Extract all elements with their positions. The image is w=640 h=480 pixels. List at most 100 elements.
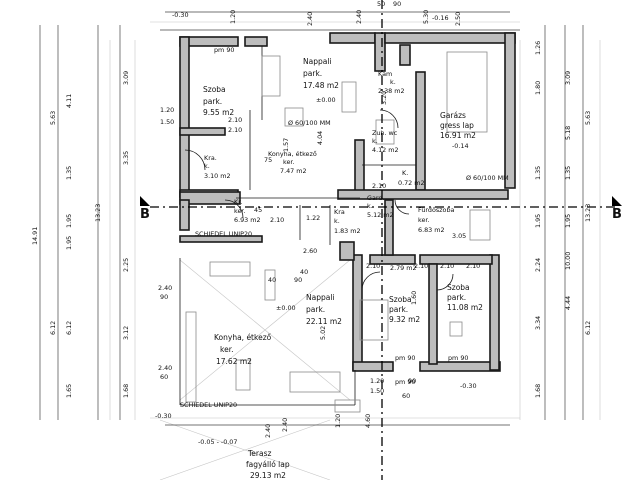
room-furdoszoba: Fürdőszoba ker. 6.83 m2 (418, 205, 455, 234)
zero-level-2: ±0.00 (276, 304, 296, 312)
svg-text:14.91: 14.91 (31, 227, 39, 245)
svg-text:gress lap: gress lap (440, 121, 474, 130)
section-axis (140, 0, 622, 480)
svg-text:Szoba: Szoba (447, 283, 470, 292)
svg-text:5.63: 5.63 (584, 111, 592, 125)
svg-text:Gard.: Gard. (367, 194, 384, 202)
furniture (185, 51, 491, 413)
svg-text:fagyálló lap: fagyálló lap (246, 460, 290, 469)
svg-text:2.40: 2.40 (158, 364, 172, 372)
walls (179, 32, 516, 372)
svg-text:Kra: Kra (334, 208, 345, 216)
svg-text:3.09: 3.09 (122, 71, 130, 85)
svg-text:16.91 m2: 16.91 m2 (440, 131, 476, 140)
svg-text:1.80: 1.80 (534, 81, 542, 95)
svg-text:3.35: 3.35 (122, 151, 130, 165)
svg-text:-0.14: -0.14 (452, 142, 469, 150)
svg-text:13.23: 13.23 (94, 204, 102, 222)
room-szoba-3: Szoba park. 11.08 m2 (447, 283, 483, 312)
svg-text:park.: park. (203, 97, 222, 106)
svg-text:4.04: 4.04 (316, 131, 324, 145)
svg-text:22.11 m2: 22.11 m2 (306, 317, 342, 326)
pipe-label-2: Ø 60/100 MM (466, 174, 509, 182)
svg-text:2.40: 2.40 (158, 284, 172, 292)
svg-text:3.05: 3.05 (452, 232, 466, 240)
svg-text:5.63: 5.63 (49, 111, 57, 125)
zero-level-1: ±0.00 (316, 96, 336, 104)
svg-text:17.62 m2: 17.62 m2 (216, 357, 252, 366)
svg-text:Garázs: Garázs (440, 111, 466, 120)
svg-text:75: 75 (264, 156, 272, 164)
room-nappali-2: Nappali park. 22.11 m2 (306, 293, 342, 326)
svg-text:1.22: 1.22 (306, 214, 320, 222)
svg-text:5.12 m2: 5.12 m2 (367, 211, 394, 219)
svg-text:60: 60 (402, 392, 410, 400)
svg-text:1.95: 1.95 (65, 236, 73, 250)
svg-text:2.40: 2.40 (355, 10, 363, 24)
svg-text:11.08 m2: 11.08 m2 (447, 303, 483, 312)
section-marker-right: B (612, 207, 622, 222)
svg-text:40: 40 (300, 268, 308, 276)
svg-text:park.: park. (306, 305, 325, 314)
elev-top-left: -0.30 (172, 11, 189, 19)
pm-bottom-1: pm 90 (395, 354, 415, 362)
svg-text:4.12 m2: 4.12 m2 (372, 146, 399, 154)
svg-text:6.12: 6.12 (584, 321, 592, 335)
elev-top-90: 90 (393, 0, 401, 8)
svg-text:1.95: 1.95 (564, 214, 572, 228)
svg-text:k.: k. (204, 162, 210, 170)
svg-text:k.: k. (372, 137, 378, 145)
room-kr: Kr. ker. 6.93 m2 (234, 198, 261, 224)
svg-text:7.47 m2: 7.47 m2 (280, 167, 307, 175)
svg-text:2.25: 2.25 (122, 258, 130, 272)
svg-text:Szoba: Szoba (203, 85, 226, 94)
elev-top-right: -0.16 (432, 14, 449, 22)
svg-text:Kra.: Kra. (204, 154, 217, 162)
svg-text:2.50: 2.50 (454, 12, 462, 26)
room-kra-1: Kra. k. 3.10 m2 (204, 154, 231, 180)
svg-text:3.10 m2: 3.10 m2 (204, 172, 231, 180)
svg-text:1.20: 1.20 (229, 10, 237, 24)
svg-text:3.20: 3.20 (380, 91, 388, 105)
svg-text:2.38 m2: 2.38 m2 (378, 87, 405, 95)
svg-text:2.10: 2.10 (270, 216, 284, 224)
room-terasz: Terasz fagyálló lap 29.13 m2 (246, 449, 290, 480)
svg-text:5.02: 5.02 (319, 326, 327, 340)
svg-text:Fürdőszoba: Fürdőszoba (418, 205, 455, 214)
svg-text:1.20: 1.20 (334, 414, 342, 428)
svg-text:4.60: 4.60 (364, 414, 372, 428)
svg-text:2.10: 2.10 (366, 262, 380, 270)
svg-text:park.: park. (447, 293, 466, 302)
svg-text:1.35: 1.35 (65, 166, 73, 180)
svg-text:9.55 m2: 9.55 m2 (203, 108, 234, 117)
svg-text:2.10: 2.10 (228, 126, 242, 134)
svg-text:ker.: ker. (418, 216, 429, 224)
background-lines (109, 21, 601, 480)
svg-text:9.32 m2: 9.32 m2 (389, 315, 420, 324)
svg-text:6.12: 6.12 (65, 321, 73, 335)
svg-text:1.60: 1.60 (410, 291, 418, 305)
svg-text:29.13 m2: 29.13 m2 (250, 471, 286, 480)
svg-text:1.35: 1.35 (534, 166, 542, 180)
svg-text:1.20: 1.20 (160, 106, 174, 114)
svg-text:1.68: 1.68 (122, 384, 130, 398)
svg-text:k.: k. (334, 217, 340, 225)
svg-text:5.30: 5.30 (422, 10, 430, 24)
svg-text:1.20: 1.20 (370, 377, 384, 385)
svg-text:45: 45 (254, 206, 262, 214)
svg-text:2.10: 2.10 (228, 116, 242, 124)
schiedel-label-1: SCHIEDEL UNIP20 (195, 230, 252, 238)
room-konyha-1: Konyha, étkező ker. 7.47 m2 (268, 149, 317, 175)
svg-text:Terasz: Terasz (247, 449, 272, 458)
pipe-label-1: Ø 60/100 MM (288, 119, 331, 127)
svg-text:5.18: 5.18 (564, 126, 572, 140)
room-kamra: Kam k. 2.38 m2 (378, 70, 405, 95)
svg-text:1.35: 1.35 (564, 166, 572, 180)
room-szoba-2: Szoba park. 9.32 m2 (389, 295, 420, 324)
svg-text:90: 90 (160, 293, 168, 301)
svg-text:1.26: 1.26 (534, 41, 542, 55)
svg-text:3.12: 3.12 (122, 326, 130, 340)
room-nappali-1: Nappali park. 17.48 m2 (303, 57, 339, 90)
svg-text:1.65: 1.65 (65, 384, 73, 398)
pm-bottom-2: pm 90 (448, 354, 468, 362)
